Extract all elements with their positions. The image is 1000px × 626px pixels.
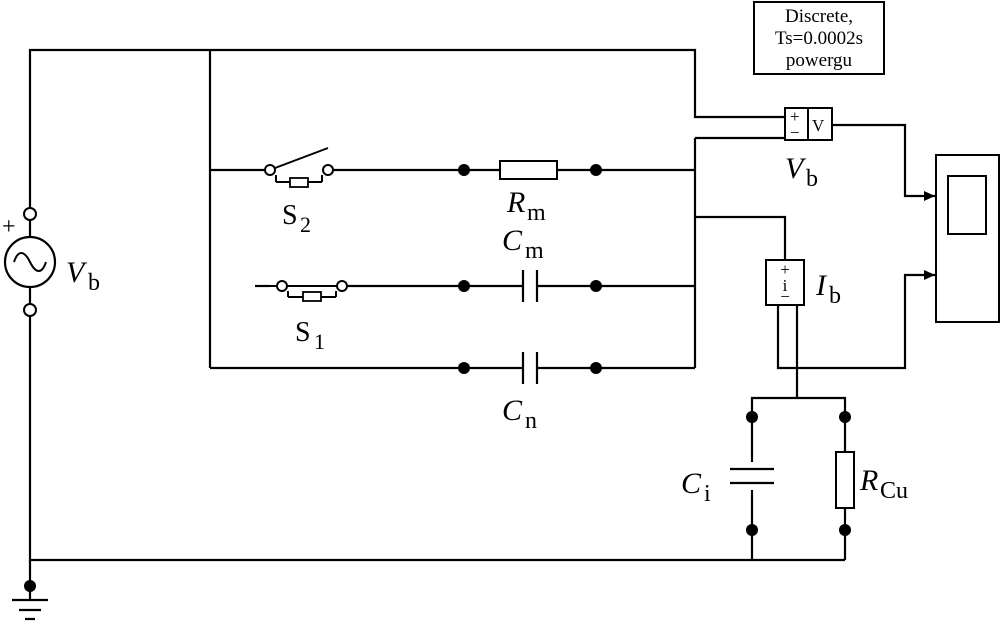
cn-label-sub: n [525, 408, 537, 434]
rm-label: R [506, 186, 525, 219]
cm-label-sub: m [525, 238, 544, 264]
junction-dot [590, 164, 602, 176]
powergui-line2: Ts=0.0002s [775, 28, 863, 49]
powergui-block[interactable]: Discrete, Ts=0.0002s powergu [753, 1, 885, 75]
s2-label: S [282, 200, 298, 231]
junction-dot [590, 362, 602, 374]
rcu-label-sub: Cu [880, 478, 908, 504]
rcu-label: R [859, 464, 878, 497]
junction-dot [746, 411, 758, 423]
capacitor-cn[interactable] [521, 352, 539, 384]
ammeter-plus: + [780, 260, 790, 279]
voltmeter-symbol: V [812, 116, 825, 135]
junction-dot [590, 280, 602, 292]
rm-label-sub: m [527, 200, 546, 226]
powergui-line1: Discrete, [785, 6, 853, 27]
ammeter-symbol: i [783, 276, 788, 295]
junction-dot [458, 280, 470, 292]
source-label: V [66, 256, 88, 289]
s1-label: S [295, 317, 311, 348]
switch-s1[interactable] [270, 280, 348, 302]
powergui-line3: powergu [786, 50, 853, 71]
arrow-icon [924, 191, 935, 201]
junction-dot [458, 164, 470, 176]
ci-label-sub: i [704, 481, 711, 507]
ground-icon [12, 598, 48, 621]
voltmeter-block[interactable]: + − V [784, 107, 833, 142]
cn-label: C [502, 394, 523, 427]
cm-label: C [502, 224, 523, 257]
s2-label-sub: 2 [300, 212, 311, 237]
arrow-icon [924, 270, 935, 280]
voltmeter-label: V [785, 152, 807, 185]
ammeter-label: I [815, 269, 828, 302]
ac-voltage-source[interactable] [3, 207, 57, 317]
switch-s2[interactable] [264, 147, 334, 188]
sine-wave-icon [13, 252, 47, 272]
junction-dot [24, 580, 36, 592]
ammeter-minus: − [780, 287, 790, 306]
junction-dot [839, 524, 851, 536]
s1-label-sub: 1 [314, 329, 325, 354]
junction-dot [458, 362, 470, 374]
resistor-rm[interactable] [499, 160, 558, 180]
voltmeter-label-sub: b [806, 166, 818, 192]
junction-dot [746, 524, 758, 536]
scope-screen-icon [947, 175, 987, 235]
ammeter-label-sub: b [829, 283, 841, 309]
source-plus-sign: + [2, 214, 16, 240]
ammeter-block[interactable]: + i − [765, 259, 805, 306]
junction-dots [24, 164, 851, 592]
capacitor-cm[interactable] [521, 270, 539, 302]
voltmeter-minus: − [790, 123, 800, 142]
source-label-sub: b [88, 270, 100, 296]
capacitor-ci[interactable] [730, 462, 774, 490]
scope-block[interactable] [935, 154, 1000, 323]
voltmeter-plus: + [790, 107, 800, 126]
junction-dot [839, 411, 851, 423]
resistor-rcu[interactable] [835, 451, 855, 509]
ci-label: C [681, 467, 702, 500]
